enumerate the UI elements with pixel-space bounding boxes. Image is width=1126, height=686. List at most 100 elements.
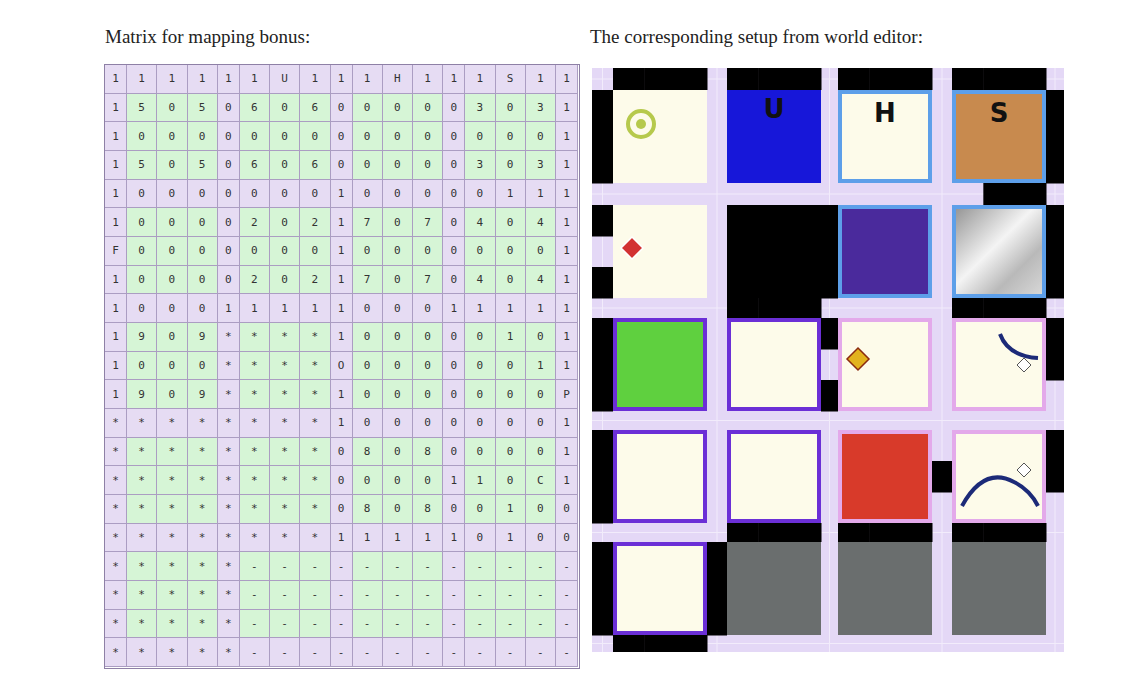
matrix-cell: 1 (105, 208, 127, 237)
matrix-cell: 0 (218, 208, 240, 237)
matrix-cell: 1 (465, 294, 495, 323)
wall (613, 635, 645, 652)
tile-border (954, 320, 1044, 409)
matrix-cell: 1 (240, 65, 270, 94)
matrix-cell: 1 (331, 237, 353, 266)
matrix-cell: 4 (526, 208, 556, 237)
matrix-cell: * (127, 638, 157, 667)
wall (758, 68, 790, 90)
matrix-cell: 0 (496, 409, 526, 438)
matrix-cell: 1 (443, 65, 465, 94)
matrix-cell: 0 (526, 495, 556, 524)
grid-line (829, 68, 830, 652)
matrix-cell: - (300, 581, 330, 610)
tile-letter: S (990, 94, 1009, 128)
matrix-cell: 9 (188, 323, 218, 352)
matrix-cell: - (465, 552, 495, 581)
matrix-cell: - (556, 638, 578, 667)
matrix-cell: 8 (413, 495, 443, 524)
wall (676, 635, 708, 652)
matrix-cell: * (157, 638, 187, 667)
wall (592, 267, 613, 299)
matrix-cell: 0 (443, 94, 465, 123)
wall (1046, 152, 1064, 184)
matrix-cell: - (443, 552, 465, 581)
matrix-cell: 0 (465, 524, 495, 553)
matrix-cell: 0 (127, 180, 157, 209)
labelled-tile: H (838, 90, 932, 183)
matrix-cell: 0 (465, 380, 495, 409)
matrix-cell: - (413, 610, 443, 639)
matrix-cell: - (270, 610, 300, 639)
matrix-cell: 0 (218, 180, 240, 209)
floor-tile (613, 318, 707, 411)
wall (727, 298, 759, 318)
matrix-cell: 5 (188, 94, 218, 123)
matrix-cell: * (218, 438, 240, 467)
floor-tile (952, 205, 1046, 298)
matrix-cell: 5 (188, 151, 218, 180)
floor-tile (838, 430, 932, 523)
matrix-cell: * (105, 466, 127, 495)
matrix-cell: 0 (413, 180, 443, 209)
hazard-icon (621, 237, 643, 259)
matrix-cell: 0 (127, 352, 157, 381)
track-marker (1017, 358, 1031, 372)
matrix-cell: - (240, 581, 270, 610)
wall (1015, 523, 1047, 542)
matrix-cell: * (188, 638, 218, 667)
wall (1046, 236, 1064, 268)
wall (592, 318, 613, 350)
wall (1046, 349, 1064, 381)
matrix-cell: 1 (496, 524, 526, 553)
floor-tile (952, 542, 1046, 635)
matrix-cell: 0 (383, 180, 413, 209)
matrix-cell: - (353, 581, 383, 610)
matrix-cell: * (188, 438, 218, 467)
floor-tile (952, 430, 1046, 523)
matrix-cell: 0 (413, 151, 443, 180)
matrix-cell: 0 (443, 122, 465, 151)
matrix-cell: * (157, 524, 187, 553)
matrix-cell: 0 (157, 352, 187, 381)
matrix-cell: 7 (413, 208, 443, 237)
wall (790, 68, 822, 90)
matrix-cell: * (300, 524, 330, 553)
matrix-cell: * (240, 352, 270, 381)
matrix-cell: 3 (465, 151, 495, 180)
grid-line (942, 68, 943, 652)
matrix-cell: 0 (383, 495, 413, 524)
matrix-cell: 0 (526, 237, 556, 266)
wall (613, 68, 645, 90)
matrix-cell: - (413, 581, 443, 610)
grid-line (592, 420, 1064, 421)
matrix-cell: * (218, 524, 240, 553)
matrix-cell: 9 (127, 323, 157, 352)
wall (790, 298, 822, 318)
matrix-cell: * (127, 524, 157, 553)
wall (644, 635, 676, 652)
matrix-cell: 1 (496, 323, 526, 352)
matrix-cell: - (240, 638, 270, 667)
matrix-cell: 6 (300, 94, 330, 123)
matrix-cell: * (157, 552, 187, 581)
wall (983, 298, 1015, 318)
wall (821, 380, 838, 412)
matrix-cell: 0 (331, 94, 353, 123)
matrix-cell: 1 (105, 151, 127, 180)
section-heading: The corresponding setup from world edito… (590, 26, 923, 48)
matrix-cell: 0 (188, 237, 218, 266)
wall (1015, 183, 1047, 205)
matrix-cell: * (105, 409, 127, 438)
matrix-cell: - (556, 610, 578, 639)
matrix-cell: 1 (331, 524, 353, 553)
matrix-cell: * (105, 610, 127, 639)
tile-border (954, 207, 1044, 296)
matrix-cell: 0 (157, 380, 187, 409)
matrix-cell: 1 (331, 208, 353, 237)
matrix-cell: 4 (465, 266, 495, 295)
track-curve (962, 477, 1038, 506)
matrix-cell: 1 (331, 266, 353, 295)
tile-letter: U (763, 90, 784, 124)
matrix-cell: * (218, 380, 240, 409)
